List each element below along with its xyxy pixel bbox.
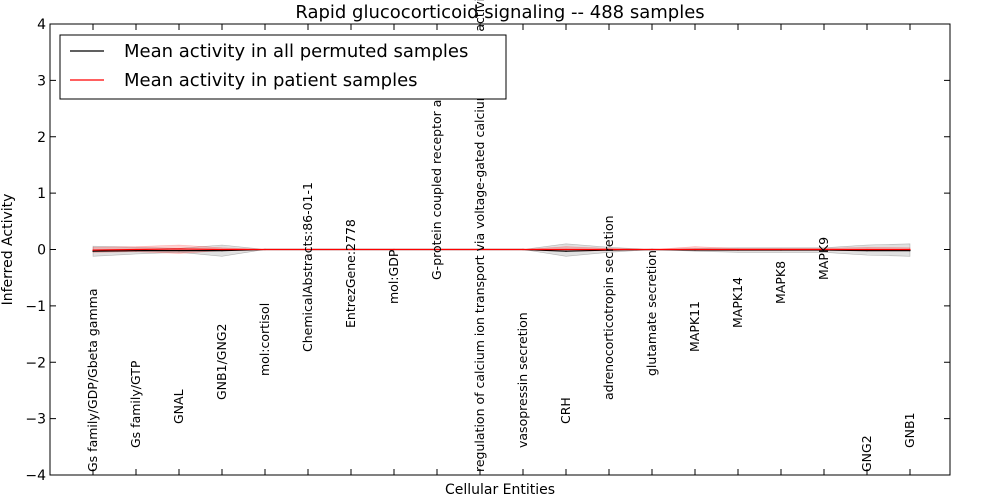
x-tick-label: mol:cortisol (257, 303, 272, 376)
point-patient (436, 248, 438, 251)
point-patient (737, 248, 739, 251)
point-patient (178, 248, 180, 250)
point-patient (135, 248, 137, 251)
point-patient (307, 248, 309, 251)
y-tick-label: −4 (25, 468, 46, 484)
legend-label-permuted: Mean activity in all permuted samples (124, 41, 468, 62)
y-tick-label: −2 (25, 355, 46, 371)
point-patient (909, 248, 911, 251)
legend-label-patient: Mean activity in patient samples (124, 70, 418, 91)
y-tick-label: 4 (37, 17, 46, 33)
y-tick-label: 1 (37, 186, 46, 202)
x-tick-label: GNAL (171, 389, 186, 424)
point-patient (92, 249, 94, 251)
point-permuted (92, 250, 94, 252)
point-permuted (565, 250, 567, 252)
point-patient (350, 248, 352, 251)
legend-box (59, 34, 507, 100)
line-layer (92, 248, 911, 252)
point-patient (651, 248, 653, 251)
y-tick-label: −1 (25, 299, 46, 315)
x-tick-label: G-protein coupled receptor activity (429, 61, 444, 280)
point-patient (823, 248, 825, 251)
point-patient (565, 248, 567, 251)
y-tick-label: 2 (37, 130, 46, 146)
point-permuted (909, 250, 911, 252)
x-tick-label: GNB1 (902, 412, 917, 448)
point-patient (780, 248, 782, 251)
x-tick-label: GNG2 (859, 435, 874, 472)
x-axis-label: Cellular Entities (445, 482, 555, 498)
point-patient (393, 248, 395, 251)
x-tick-label: glutamate secretion (644, 250, 659, 376)
point-patient (522, 248, 524, 251)
y-tick-label: 3 (37, 73, 46, 89)
x-tick-label: MAPK14 (730, 277, 745, 328)
point-permuted (866, 250, 868, 252)
point-patient (264, 248, 266, 251)
x-tick-label: CRH (558, 397, 573, 424)
point-permuted (135, 250, 137, 252)
x-tick-label: GNB1/GNG2 (214, 324, 229, 400)
x-tick-label: MAPK9 (816, 237, 831, 280)
point-patient (608, 248, 610, 251)
x-tick-label: vasopressin secretion (515, 312, 530, 448)
point-patient (221, 248, 223, 251)
x-tick-label: mol:GDP (386, 249, 401, 304)
y-axis-label: Inferred Activity (0, 194, 16, 306)
y-tick-label: −3 (25, 412, 46, 428)
x-tick-label: EntrezGene:2778 (343, 219, 358, 328)
point-patient (479, 248, 481, 251)
point-patient (866, 248, 868, 251)
plot-frame (49, 23, 951, 476)
axis-ticks: −4 −3 −2 −1 0 1 2 3 4 (25, 17, 950, 484)
x-tick-label: MAPK11 (687, 301, 702, 352)
x-tick-label: regulation of calcium ion transport via … (472, 0, 487, 472)
series-line-patient (92, 248, 910, 251)
x-tick-label: adrenocorticotropin secretion (601, 215, 616, 400)
legend: Mean activity in all permuted samples Me… (59, 34, 507, 100)
x-tick-label: Gs family/GDP/Gbeta gamma (85, 289, 100, 472)
point-patient (694, 248, 696, 251)
x-tick-labels: Gs family/GDP/Gbeta gamma Gs family/GTP GN… (85, 0, 917, 472)
x-tick-label: ChemicalAbstracts:86-01-1 (300, 182, 315, 352)
x-tick-label: Gs family/GTP (128, 360, 143, 448)
point-permuted (221, 250, 223, 252)
point-permuted (178, 250, 180, 252)
x-tick-label: MAPK8 (773, 261, 788, 304)
chart-title: Rapid glucocorticoid signaling -- 488 sa… (295, 2, 704, 23)
y-tick-label: 0 (37, 243, 46, 259)
